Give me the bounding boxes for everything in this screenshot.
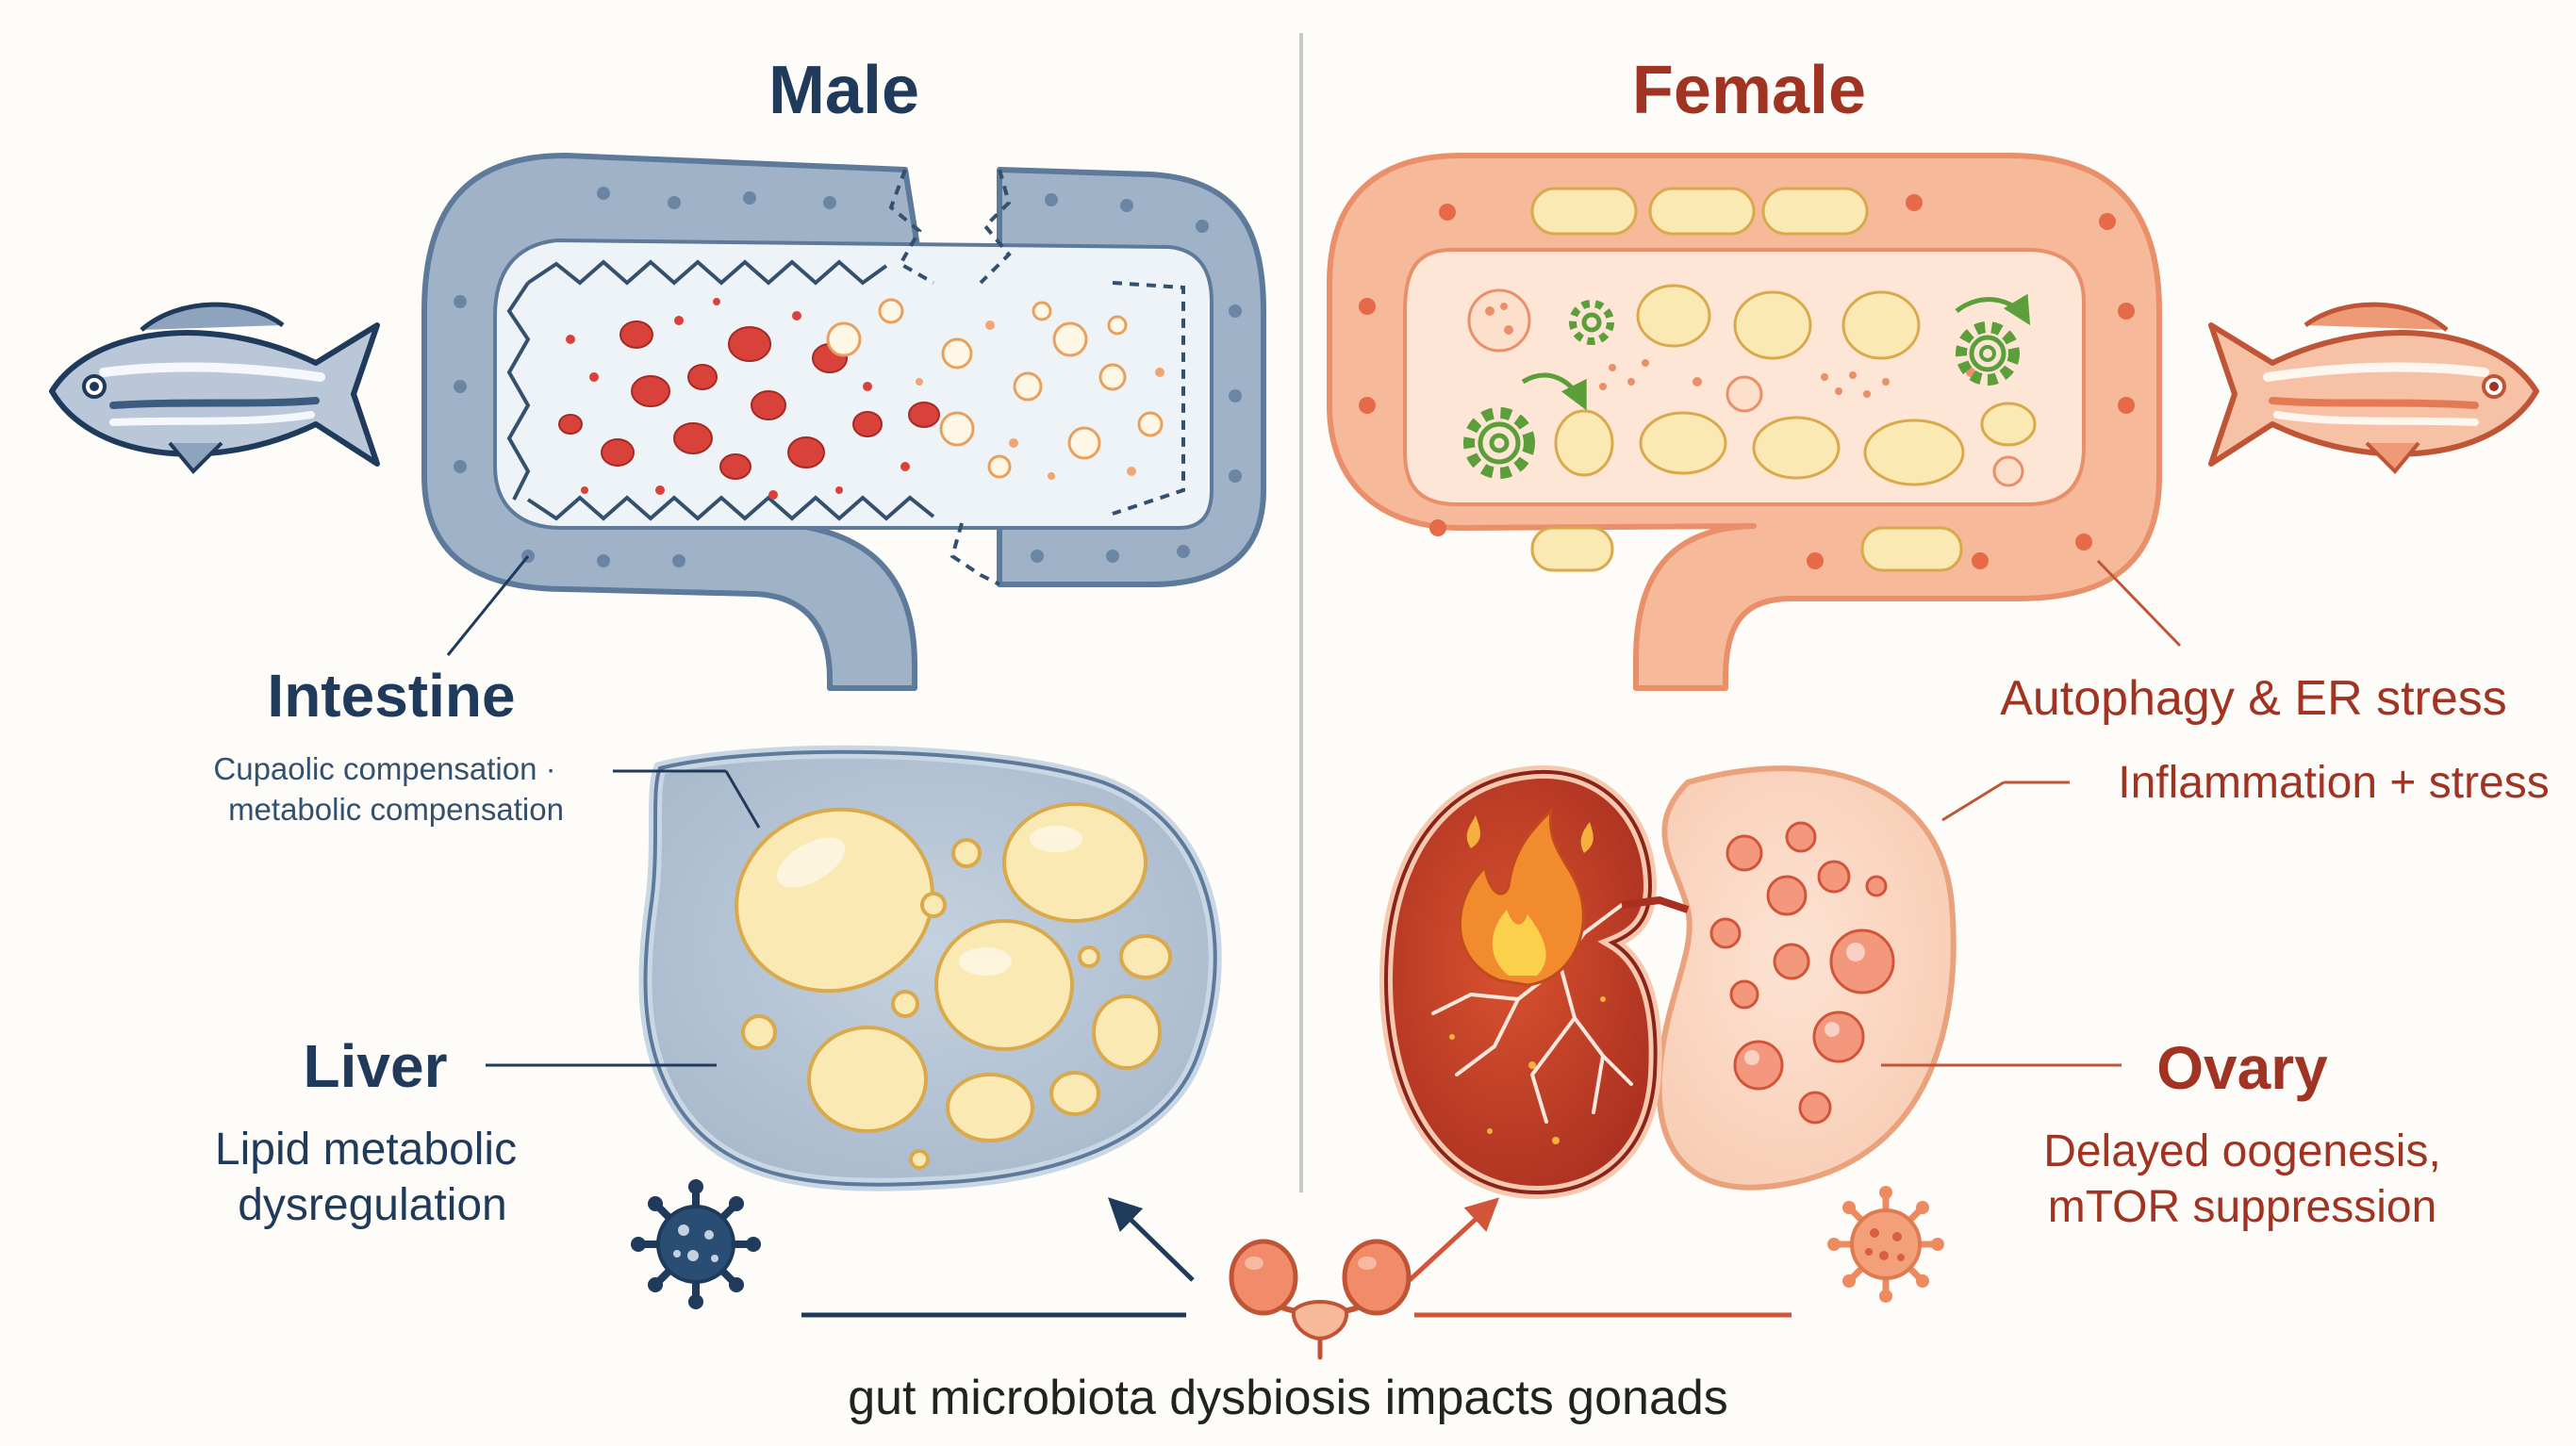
female-intestine: [1327, 153, 2162, 691]
arrow-to-ovary: [1408, 1197, 1500, 1282]
leader-line: [1941, 781, 2005, 822]
female-ovary: [1379, 764, 1957, 1200]
female-fish-icon: [2208, 302, 2539, 474]
ovary-note-line2: mTOR suppression: [2048, 1182, 2437, 1232]
liver-label: Liver: [304, 1032, 448, 1100]
intestine-note-line1: Cupaolic compensation ·: [213, 751, 555, 786]
gonads-icon: [1229, 1239, 1412, 1360]
gear-icon: [1463, 407, 1535, 479]
liver-note-line1: Lipid metabolic: [215, 1125, 517, 1175]
leader-line: [446, 555, 530, 656]
male-intestine: [421, 153, 1266, 691]
gear-icon: [1569, 300, 1614, 345]
female-heading: Female: [1632, 53, 1866, 128]
arrow-to-liver: [1107, 1197, 1195, 1282]
female-intestine-note: Autophagy & ER stress: [2000, 671, 2507, 726]
ovary-label: Ovary: [2156, 1034, 2328, 1102]
gear-icon: [1956, 321, 2020, 386]
male-bacterium-icon: [631, 1179, 761, 1309]
female-liver-note: Inflammation + stress: [2118, 758, 2550, 808]
male-heading: Male: [768, 53, 919, 128]
leader-line: [724, 770, 761, 829]
intestine-label: Intestine: [267, 662, 515, 730]
male-fish-icon: [49, 302, 380, 474]
male-liver: [638, 745, 1222, 1191]
female-bacterium-icon: [1827, 1186, 1944, 1303]
ovary-note-line1: Delayed oogenesis,: [2043, 1126, 2441, 1176]
liver-note-line2: dysregulation: [238, 1180, 507, 1230]
footer-caption: gut microbiota dysbiosis impacts gonads: [848, 1371, 1728, 1425]
flame-icon: [1458, 806, 1593, 987]
intestine-note-line2: metabolic compensation: [228, 792, 564, 827]
leader-line: [2096, 559, 2182, 648]
